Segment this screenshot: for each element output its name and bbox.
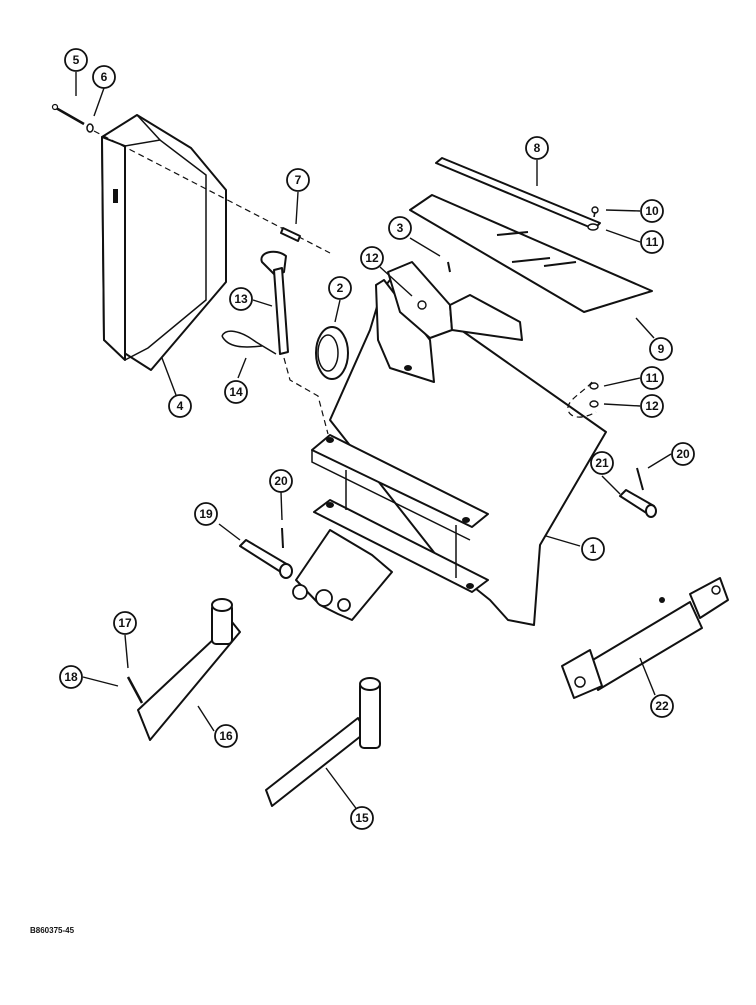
part-19-pin — [239, 539, 293, 579]
svg-text:1: 1 — [590, 542, 597, 556]
callout-11-lower: 11 — [640, 366, 664, 390]
part-4-weight-box — [101, 114, 227, 371]
part-7-pin — [280, 227, 301, 242]
svg-text:22: 22 — [655, 699, 669, 713]
svg-text:20: 20 — [274, 474, 288, 488]
svg-text:18: 18 — [64, 670, 78, 684]
part-12-nut-top — [417, 300, 427, 310]
callout-9: 9 — [649, 337, 673, 361]
part-13-hitch-pin — [260, 250, 289, 355]
callout-20-right: 20 — [671, 442, 695, 466]
assembly-line-pin — [283, 357, 329, 435]
svg-text:6: 6 — [101, 70, 108, 84]
part-11-washer-top — [587, 223, 599, 231]
svg-text:8: 8 — [534, 141, 541, 155]
part-2-bushing — [315, 326, 349, 380]
callout-12-lower: 12 — [640, 394, 664, 418]
svg-text:3: 3 — [397, 221, 404, 235]
svg-text:15: 15 — [355, 811, 369, 825]
part-1-main-frame — [292, 261, 607, 626]
callout-22: 22 — [650, 694, 674, 718]
svg-text:9: 9 — [658, 342, 665, 356]
callout-16: 16 — [214, 724, 238, 748]
part-6-washer — [86, 123, 94, 133]
svg-text:11: 11 — [646, 235, 659, 249]
callout-13: 13 — [229, 287, 253, 311]
svg-text:13: 13 — [234, 292, 248, 306]
svg-text:19: 19 — [199, 507, 213, 521]
part-8-strip — [435, 157, 601, 230]
part-15-arm — [265, 677, 381, 807]
part-3-stud — [447, 261, 451, 273]
assembly-line-lower — [567, 381, 597, 418]
part-9-cover-plate — [409, 194, 653, 313]
part-11-washer-lower — [589, 382, 599, 390]
callout-7: 7 — [286, 168, 310, 192]
part-10-bolt — [591, 206, 599, 218]
document-id: B860375-45 — [30, 926, 75, 935]
callout-19: 19 — [194, 502, 218, 526]
callout-4: 4 — [168, 394, 192, 418]
callout-11-top: 11 — [640, 230, 664, 254]
callout-5: 5 — [64, 48, 88, 72]
svg-text:14: 14 — [229, 385, 243, 399]
callout-1: 1 — [581, 537, 605, 561]
svg-text:20: 20 — [676, 447, 690, 461]
callout-17: 17 — [113, 611, 137, 635]
svg-text:12: 12 — [645, 399, 659, 413]
part-14-clip — [221, 330, 277, 355]
callout-12-top: 12 — [360, 246, 384, 270]
svg-text:5: 5 — [73, 53, 80, 67]
svg-text:17: 17 — [118, 616, 132, 630]
callout-6: 6 — [92, 65, 116, 89]
svg-text:12: 12 — [365, 251, 379, 265]
leader-lines — [75, 72, 672, 812]
part-22-hydraulic-cylinder — [561, 577, 729, 699]
svg-text:16: 16 — [219, 729, 233, 743]
svg-text:11: 11 — [646, 371, 659, 385]
part-21-pin — [619, 489, 657, 518]
part-5-bolt — [51, 103, 85, 126]
weight-slot — [113, 189, 118, 203]
part-17-pin — [126, 676, 144, 704]
callout-15: 15 — [350, 806, 374, 830]
part-20-cotter-left — [281, 527, 284, 549]
callout-2: 2 — [328, 276, 352, 300]
svg-text:21: 21 — [595, 456, 609, 470]
part-20-cotter-right — [636, 467, 644, 491]
svg-text:7: 7 — [295, 173, 302, 187]
callout-3: 3 — [388, 216, 412, 240]
callout-21: 21 — [590, 451, 614, 475]
part-16-arm — [137, 598, 241, 741]
callout-8: 8 — [525, 136, 549, 160]
svg-text:4: 4 — [177, 399, 184, 413]
callout-20-left: 20 — [269, 469, 293, 493]
callout-18: 18 — [59, 665, 83, 689]
callout-10: 10 — [640, 199, 664, 223]
callout-14: 14 — [224, 380, 248, 404]
part-12-nut-lower — [589, 400, 599, 408]
svg-text:2: 2 — [337, 281, 344, 295]
svg-text:10: 10 — [645, 204, 659, 218]
